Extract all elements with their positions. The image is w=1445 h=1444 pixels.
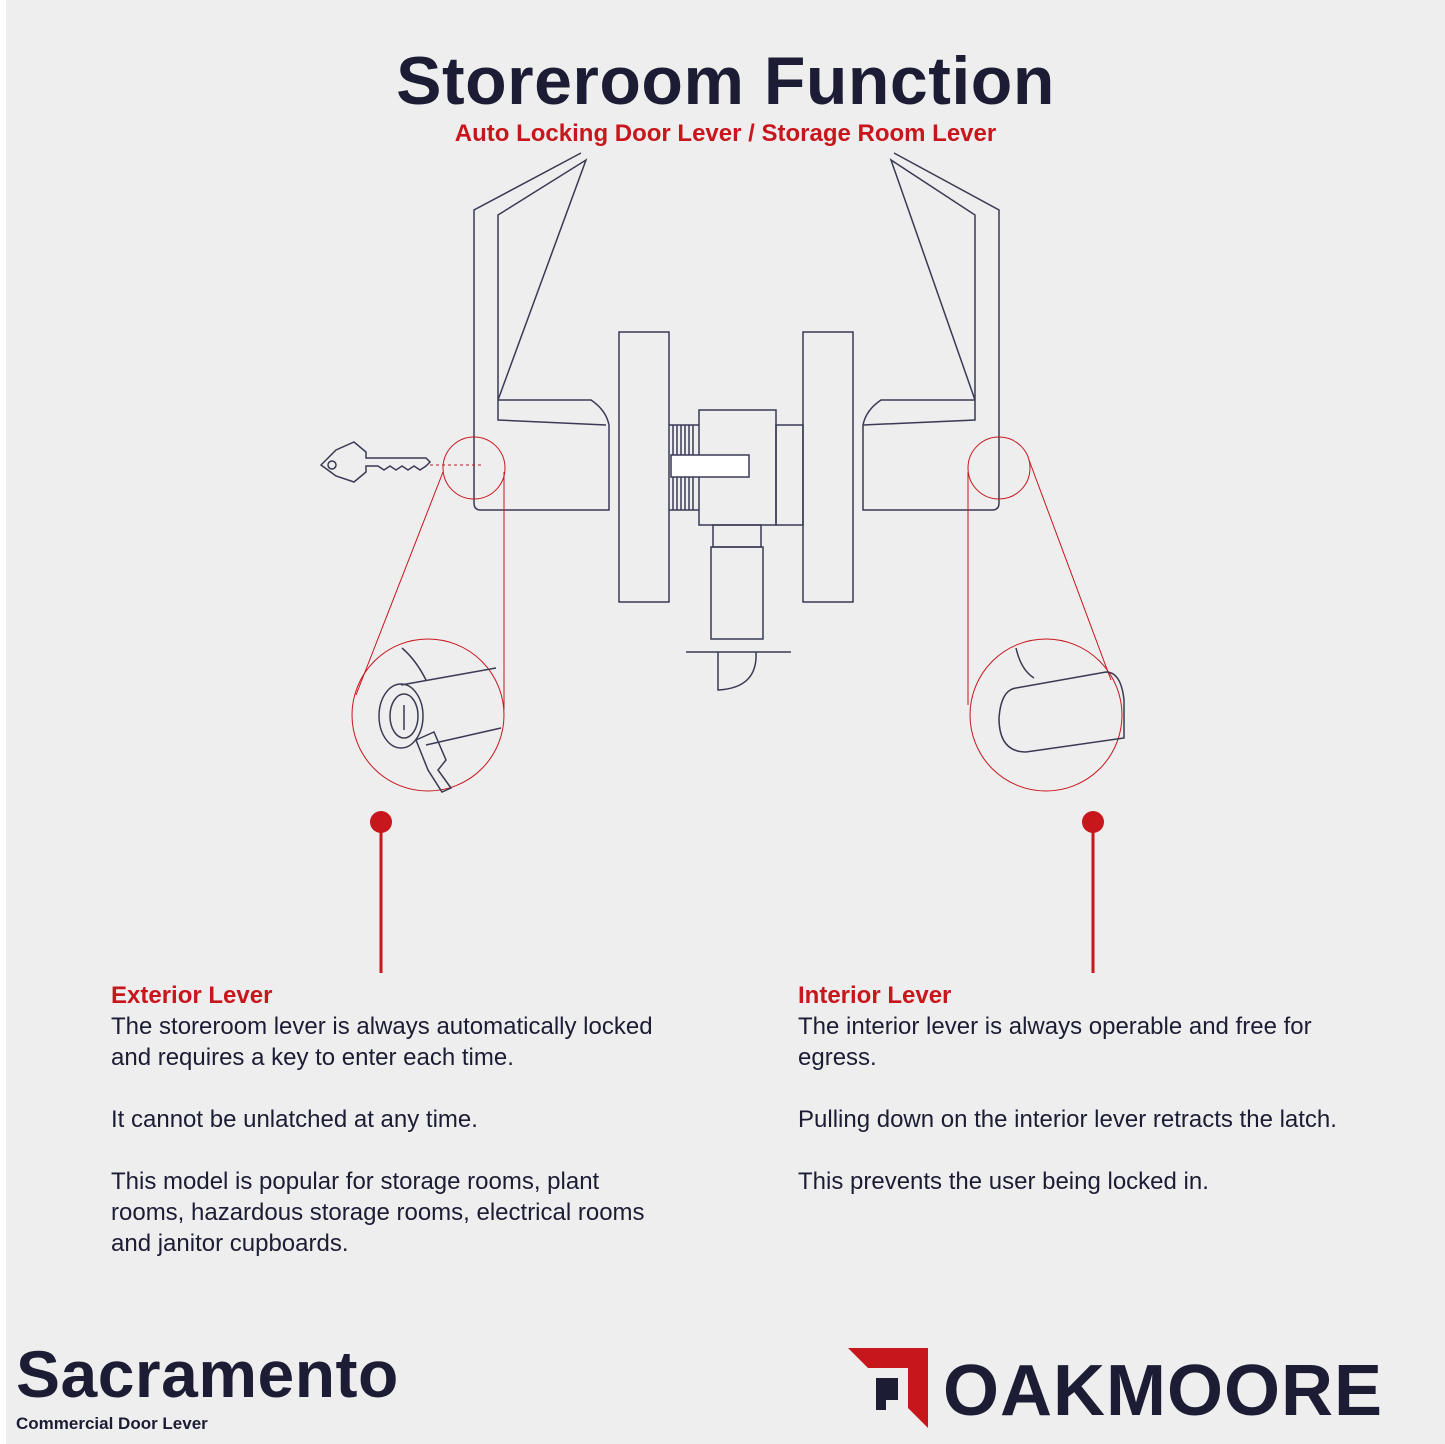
key-icon bbox=[319, 441, 432, 483]
exterior-callout bbox=[351, 436, 506, 792]
interior-paragraph-3: This prevents the user being locked in. bbox=[798, 1168, 1209, 1195]
interior-paragraph-2: Pulling down on the interior lever retra… bbox=[798, 1106, 1337, 1133]
oakmoore-logo-icon bbox=[848, 1348, 928, 1428]
page: Storeroom Function Auto Locking Door Lev… bbox=[6, 0, 1445, 1444]
product-subtitle: Commercial Door Lever bbox=[16, 1414, 208, 1433]
interior-heading: Interior Lever bbox=[798, 982, 952, 1009]
latch-bolt bbox=[717, 651, 757, 691]
exterior-lever-closeup bbox=[378, 647, 502, 793]
left-lever bbox=[473, 152, 610, 511]
exterior-paragraph-2: It cannot be unlatched at any time. bbox=[111, 1106, 478, 1133]
interior-callout bbox=[967, 436, 1123, 792]
left-rose bbox=[618, 331, 670, 603]
exterior-paragraph-1: The storeroom lever is always automatica… bbox=[111, 1013, 653, 1071]
exterior-description: Exterior Lever The storeroom lever is al… bbox=[111, 980, 671, 1290]
interior-description: Interior Lever The interior lever is alw… bbox=[798, 980, 1358, 1228]
exterior-pin bbox=[370, 811, 392, 973]
brand-logo: OAKMOORE bbox=[848, 1348, 1438, 1432]
page-title: Storeroom Function bbox=[396, 43, 1055, 119]
latch-bar bbox=[670, 454, 750, 478]
latch-tube bbox=[710, 546, 764, 640]
exterior-heading: Exterior Lever bbox=[111, 982, 273, 1009]
spindle-right bbox=[775, 424, 804, 526]
exterior-paragraph-3: This model is popular for storage rooms,… bbox=[111, 1168, 645, 1257]
latch-neck bbox=[712, 524, 762, 548]
interior-paragraph-1: The interior lever is always operable an… bbox=[798, 1013, 1312, 1071]
interior-pin bbox=[1082, 811, 1104, 973]
product-name: Sacramento bbox=[16, 1337, 399, 1411]
lock-diagram bbox=[319, 152, 1125, 973]
interior-lever-closeup bbox=[998, 647, 1125, 753]
right-rose bbox=[802, 331, 854, 603]
page-subtitle: Auto Locking Door Lever / Storage Room L… bbox=[454, 120, 997, 147]
right-lever bbox=[862, 152, 1000, 511]
brand-name: OAKMOORE bbox=[943, 1351, 1383, 1431]
